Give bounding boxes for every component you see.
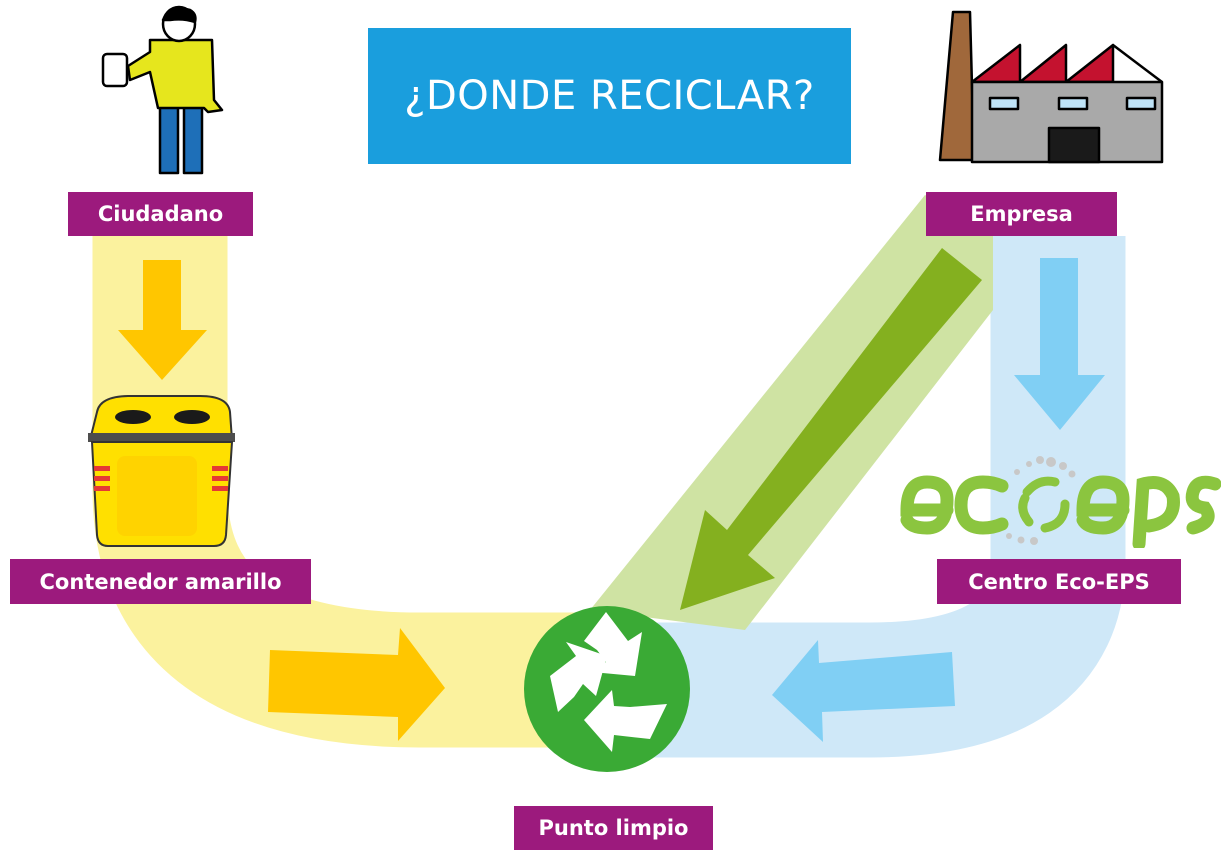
green-flow-band	[590, 195, 993, 630]
blue-arrow-down	[1014, 258, 1105, 430]
title-banner: ¿DONDE RECICLAR?	[368, 28, 851, 164]
factory-icon	[938, 10, 1164, 164]
person-icon	[101, 5, 224, 175]
green-arrow-diagonal	[680, 248, 982, 610]
blue-arrow-left	[772, 640, 955, 742]
yellow-arrow-right	[268, 628, 445, 741]
label-empresa: Empresa	[926, 192, 1117, 236]
recycle-icon	[524, 606, 690, 772]
label-centro-eco-eps: Centro Eco-EPS	[937, 559, 1181, 604]
label-ciudadano: Ciudadano	[68, 192, 253, 236]
yellow-container-icon	[88, 395, 235, 547]
page-title: ¿DONDE RECICLAR?	[404, 73, 815, 119]
ecoeps-logo	[900, 456, 1221, 548]
label-punto-limpio: Punto limpio	[514, 806, 713, 850]
yellow-arrow-down	[118, 260, 207, 380]
label-contenedor-amarillo: Contenedor amarillo	[10, 559, 311, 604]
